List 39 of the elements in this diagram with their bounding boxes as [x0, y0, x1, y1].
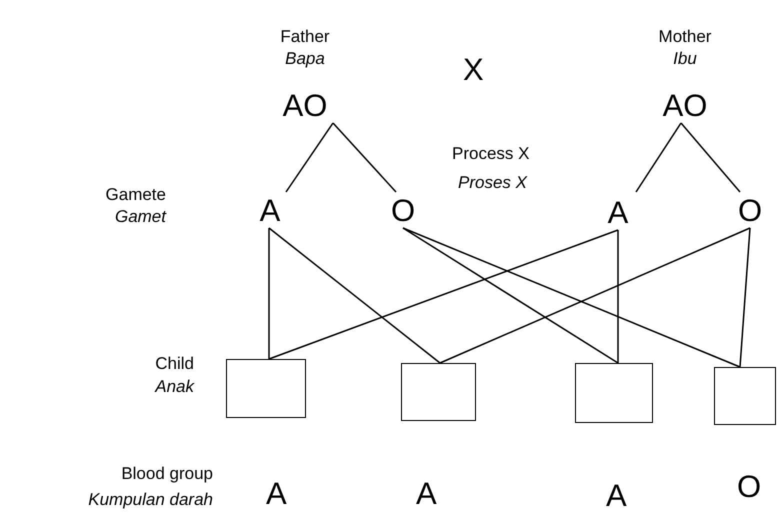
connector-line	[440, 227, 750, 364]
gamete-allele: O	[738, 194, 762, 228]
child-box	[575, 363, 653, 423]
connector-line	[268, 229, 618, 360]
process-label-malay: Proses X	[458, 172, 527, 193]
child-box	[714, 367, 776, 425]
connector-line	[739, 228, 751, 368]
connector-line	[332, 122, 397, 192]
parent-label-malay: Bapa	[285, 49, 325, 69]
genotype-text: AO	[282, 89, 328, 123]
process-label: Process X	[452, 143, 530, 164]
cross-symbol: X	[463, 52, 484, 87]
blood-group-value: A	[606, 478, 627, 513]
row-label: Blood group	[121, 463, 213, 484]
connector-line	[635, 122, 682, 192]
blood-group-value: A	[416, 476, 437, 511]
child-box	[401, 363, 476, 421]
blood-group-value: O	[737, 469, 762, 504]
row-label-malay: Gamet	[114, 206, 166, 227]
row-label: Gamete	[106, 184, 166, 205]
parent-label: Mother	[658, 27, 712, 47]
genotype-text: AO	[662, 89, 708, 123]
row-label: Child	[155, 353, 194, 374]
connector-line	[680, 122, 741, 192]
blood-group-value: A	[266, 476, 287, 511]
child-box	[226, 359, 306, 418]
connector-line	[402, 227, 740, 368]
parent-label: Father	[280, 27, 330, 47]
connector-line	[402, 227, 618, 364]
connector-line	[268, 227, 440, 364]
parent-label-malay: Ibu	[673, 49, 697, 69]
gamete-allele: A	[260, 194, 280, 228]
row-label-malay: Kumpulan darah	[88, 489, 213, 510]
connector-line	[285, 122, 334, 192]
connector-line	[268, 228, 270, 359]
connector-line	[617, 230, 619, 363]
row-label-malay: Anak	[155, 376, 194, 397]
gamete-allele: A	[608, 196, 628, 230]
gamete-allele: O	[390, 194, 416, 228]
